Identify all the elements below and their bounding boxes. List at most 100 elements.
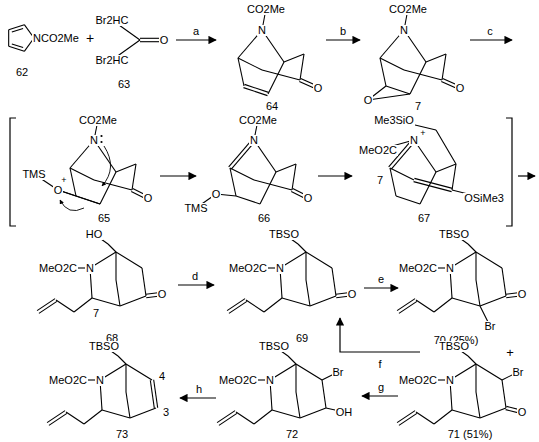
- bond-line: [116, 280, 120, 306]
- chem-label: e: [377, 274, 385, 285]
- bond-line: [70, 168, 76, 196]
- bond-line: [236, 412, 254, 424]
- chem-label: 3: [162, 407, 170, 418]
- bond-line: [322, 380, 326, 408]
- bond-line: [426, 54, 446, 62]
- reaction-arrow: [326, 39, 360, 40]
- chem-label: 64: [265, 101, 279, 112]
- chem-label: +: [60, 176, 67, 185]
- bond-line: [70, 168, 94, 180]
- bond-line: [475, 252, 476, 280]
- chem-label: O: [53, 185, 64, 196]
- chem-label: N: [265, 375, 275, 386]
- chem-label: 4: [158, 371, 166, 382]
- curved-arrow: [60, 200, 84, 211]
- bond-line: [230, 168, 254, 180]
- bond-line: [150, 380, 154, 408]
- chem-label: b: [339, 26, 347, 37]
- bond-line: [296, 364, 322, 380]
- bond-line: [12, 44, 23, 48]
- reaction-arrow: [180, 397, 216, 398]
- chem-label: +: [505, 346, 515, 359]
- lone-pair: [100, 135, 102, 137]
- chem-label: 7: [376, 175, 384, 186]
- bond-line: [390, 168, 414, 180]
- bond-line: [468, 244, 476, 252]
- bond-line: [452, 410, 480, 418]
- bond-line: [264, 298, 282, 312]
- bond-line: [94, 180, 132, 190]
- bond-line: [502, 380, 506, 408]
- chem-label: O: [157, 289, 168, 300]
- chem-label: O: [347, 289, 358, 300]
- bond-line: [58, 190, 100, 204]
- reaction-arrow: [364, 287, 398, 288]
- chem-label: +: [85, 31, 95, 45]
- bond-line: [272, 410, 300, 418]
- chem-label: N: [409, 135, 419, 146]
- bond-line: [115, 252, 116, 280]
- chem-label: 65: [97, 213, 111, 224]
- bond-line: [84, 410, 102, 424]
- bond-line: [298, 244, 306, 252]
- bond-line: [380, 58, 404, 70]
- bond-line: [292, 164, 296, 190]
- bond-line: [118, 356, 126, 364]
- chem-label: Me3SiO: [373, 115, 415, 126]
- bond-line: [39, 301, 57, 313]
- chem-label: O: [143, 193, 154, 204]
- bond-line: [306, 252, 332, 268]
- bond-line: [236, 196, 260, 204]
- bond-line: [434, 298, 452, 312]
- bond-line: [8, 30, 9, 46]
- chem-label: +: [419, 129, 426, 138]
- bond-line: [74, 298, 92, 312]
- bond-line: [12, 28, 23, 32]
- bond-line: [368, 94, 410, 100]
- bond-line: [436, 164, 456, 172]
- chem-label: TBSO: [438, 341, 470, 352]
- chem-label: NCO2Me: [32, 33, 80, 44]
- bond-line: [262, 70, 300, 80]
- bond-line: [284, 54, 304, 62]
- bond-line: [416, 300, 434, 312]
- chem-label: 62: [15, 67, 29, 78]
- chem-label: MeO2C: [48, 375, 88, 386]
- chem-label: O: [517, 407, 528, 418]
- bond-line: [254, 180, 292, 190]
- chem-label: h: [195, 384, 203, 395]
- chem-label: Br: [512, 367, 525, 378]
- chem-label: Br: [484, 321, 497, 332]
- chem-label: N: [85, 263, 95, 274]
- chem-label: 71 (51%): [447, 429, 494, 440]
- bond-line: [295, 364, 296, 392]
- bond-line: [310, 296, 336, 306]
- bond-line: [288, 356, 296, 364]
- bond-line: [56, 300, 74, 312]
- bond-line: [238, 58, 244, 86]
- bond-line: [410, 62, 426, 94]
- chem-label: CO2Me: [238, 115, 278, 126]
- chem-label: N: [95, 375, 105, 386]
- chem-label: MeO2C: [218, 375, 258, 386]
- chem-label: MeO2C: [228, 263, 268, 274]
- bond-line: [420, 172, 436, 204]
- chem-label: N: [399, 25, 409, 36]
- chem-label: 7: [414, 101, 422, 112]
- bond-line: [434, 410, 452, 424]
- bond-line: [399, 301, 417, 313]
- reaction-arrow: [518, 175, 535, 176]
- chem-label: HO: [85, 229, 104, 240]
- chem-label: Br2HC: [94, 55, 129, 66]
- reaction-arrow: [176, 39, 216, 40]
- chem-label: O: [455, 83, 466, 94]
- chem-label: 66: [257, 213, 271, 224]
- chem-label: TBSO: [438, 229, 470, 240]
- bond-line: [126, 392, 130, 418]
- chem-label: N: [89, 135, 99, 146]
- chem-label: 69: [295, 333, 309, 344]
- bond-line: [480, 296, 506, 306]
- reaction-arrow: [340, 318, 420, 352]
- lone-pair: [100, 141, 102, 143]
